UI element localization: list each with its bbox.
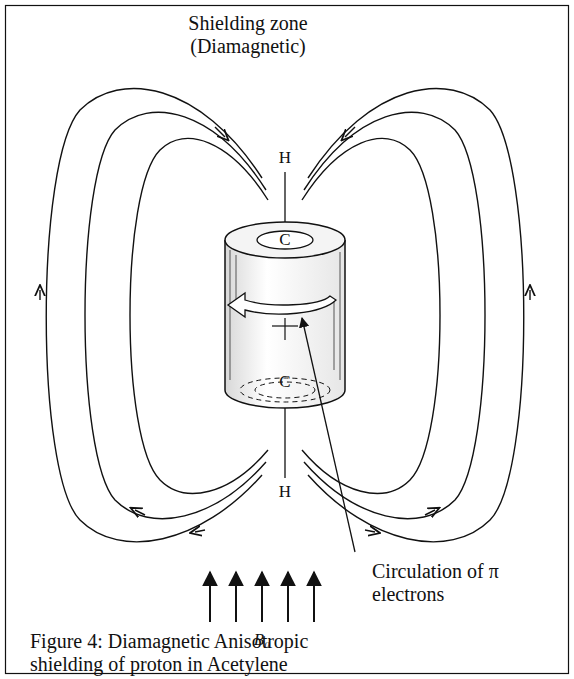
zone-title: Shielding zone (Diamagnetic): [133, 12, 363, 58]
atom-label: C: [279, 372, 290, 392]
atom-label: H: [277, 482, 293, 502]
frame: [6, 6, 569, 674]
figure-caption: Figure 4: Diamagnetic Anisotropic shield…: [30, 630, 350, 676]
pi-cylinder: [225, 222, 345, 408]
leader-line: [302, 318, 355, 552]
callout-text: Circulation of π electrons: [372, 560, 562, 606]
field-arrows: [210, 572, 314, 622]
atom-label: H: [277, 148, 293, 168]
atom-label: C: [279, 230, 290, 250]
field-lines: [46, 88, 524, 541]
